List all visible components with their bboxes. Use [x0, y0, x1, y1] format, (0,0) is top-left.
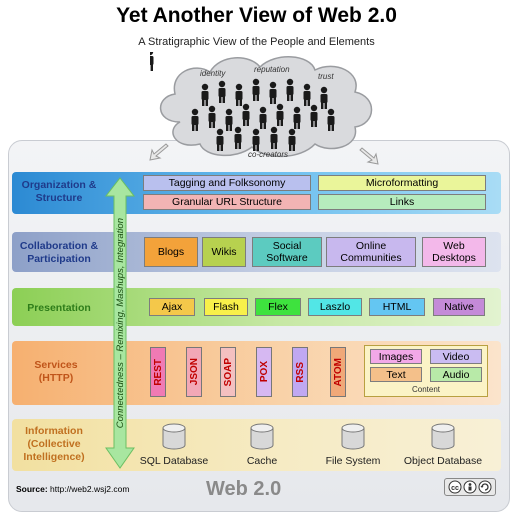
info-item-sql-database: SQL Database: [139, 455, 209, 467]
org-item-links: Links: [318, 194, 486, 210]
pres-item-laszlo: Laszlo: [308, 298, 362, 316]
sql-database-icon: [162, 423, 186, 450]
org-item-tagging: Tagging and Folksonomy: [143, 175, 311, 191]
object-database-icon: [431, 423, 455, 450]
content-item-audio: Audio: [430, 367, 482, 382]
cloud-arrow-left-icon: [149, 143, 169, 161]
service-item-rest: REST: [150, 347, 166, 397]
service-item-json: JSON: [186, 347, 202, 397]
content-item-video: Video: [430, 349, 482, 364]
service-item-soap: SOAP: [220, 347, 236, 397]
license-badge[interactable]: cc: [444, 478, 496, 496]
collab-item-wikis: Wikis: [202, 237, 246, 267]
connectedness-label: Connectedness – Remixing, Mashups, Integ…: [114, 217, 126, 429]
layer-label-information: Information (Collective Intelligence): [23, 425, 85, 463]
info-item-cache: Cache: [246, 455, 278, 467]
content-item-text: Text: [370, 367, 422, 382]
layer-label-organization: Organization & Structure: [21, 179, 97, 204]
info-item-file-system: File System: [325, 455, 381, 467]
collab-item-web-desktops: Web Desktops: [422, 237, 486, 267]
collab-item-blogs: Blogs: [144, 237, 198, 267]
layer-label-presentation: Presentation: [27, 302, 91, 314]
cache-icon: [250, 423, 274, 450]
pres-item-native: Native: [433, 298, 485, 316]
service-item-rss: RSS: [292, 347, 308, 397]
pres-item-ajax: Ajax: [149, 298, 195, 316]
cc-icon: cc: [448, 480, 462, 494]
cloud-word-identity: identity: [200, 69, 226, 78]
sa-icon: [478, 480, 492, 494]
content-item-images: Images: [370, 349, 422, 364]
service-item-pox: POX: [256, 347, 272, 397]
org-item-microformatting: Microformatting: [318, 175, 486, 191]
people-icons: [150, 52, 154, 71]
cloud-arrow-right-icon: [359, 147, 379, 165]
svg-text:cc: cc: [451, 485, 459, 492]
file-system-icon: [341, 423, 365, 450]
pres-item-flex: Flex: [255, 298, 301, 316]
source-label: Source:: [16, 484, 48, 494]
cloud-word-co-creators: co-creators: [248, 150, 288, 159]
connectedness-arrow-icon: [104, 177, 136, 469]
pres-item-html: HTML: [369, 298, 425, 316]
by-icon: [463, 480, 477, 494]
co-creators-cloud: identity reputation trust co-creators: [150, 52, 373, 159]
info-item-object-database: Object Database: [403, 455, 483, 467]
footer-brand: Web 2.0: [206, 478, 282, 500]
pres-item-flash: Flash: [204, 298, 248, 316]
org-item-granular-url: Granular URL Structure: [143, 194, 311, 210]
content-caption: Content: [411, 385, 441, 394]
layer-label-collaboration: Collaboration & Participation: [19, 240, 99, 265]
collab-item-online-communities: Online Communities: [326, 237, 416, 267]
layer-label-services: Services (HTTP): [34, 359, 78, 384]
cloud-word-trust: trust: [318, 72, 334, 81]
service-item-atom: ATOM: [330, 347, 346, 397]
cloud-word-reputation: reputation: [254, 65, 290, 74]
source-line: Source: http://web2.wsj2.com: [16, 484, 129, 494]
source-url[interactable]: http://web2.wsj2.com: [50, 484, 130, 494]
collab-item-social-software: Social Software: [252, 237, 322, 267]
page-subtitle: A Stratigraphic View of the People and E…: [138, 36, 375, 48]
page-title: Yet Another View of Web 2.0: [116, 4, 397, 27]
